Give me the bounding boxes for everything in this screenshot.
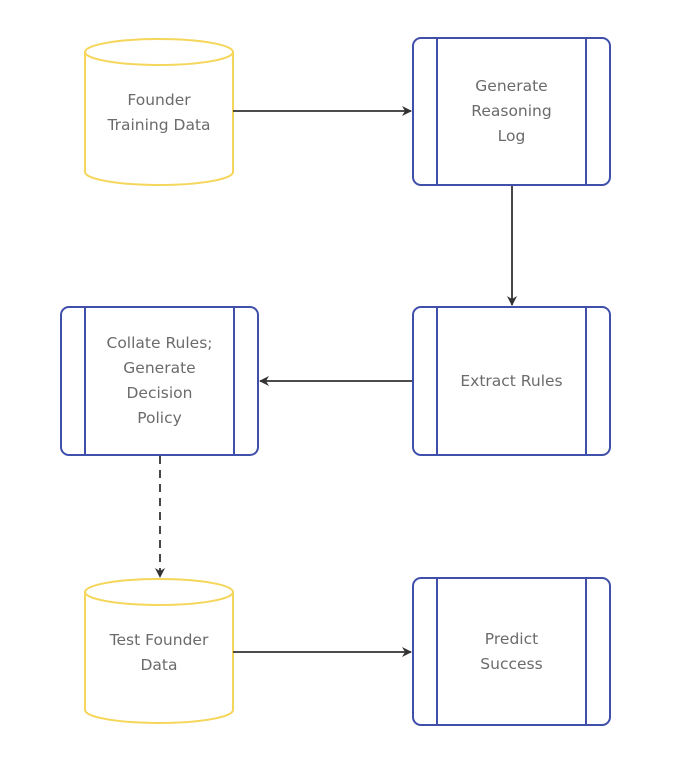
predict-success-box (412, 577, 611, 726)
extract-rules-label: Extract Rules (460, 371, 563, 390)
collate-rules-box (60, 306, 259, 456)
collate-rules-label: Collate Rules; Generate Decision Policy (106, 334, 213, 427)
generate-reasoning-log-label: Generate Reasoning Log (471, 77, 552, 145)
predict-success-label: Predict Success (480, 629, 543, 673)
extract-rules-box (412, 306, 611, 456)
test-founder-data-label: Test Founder Data (109, 631, 209, 674)
founder-training-data-label: Founder Training Data (107, 91, 211, 134)
test-founder-data-cylinder (84, 578, 234, 724)
generate-reasoning-log-box (412, 37, 611, 186)
founder-training-data-cylinder (84, 38, 234, 186)
